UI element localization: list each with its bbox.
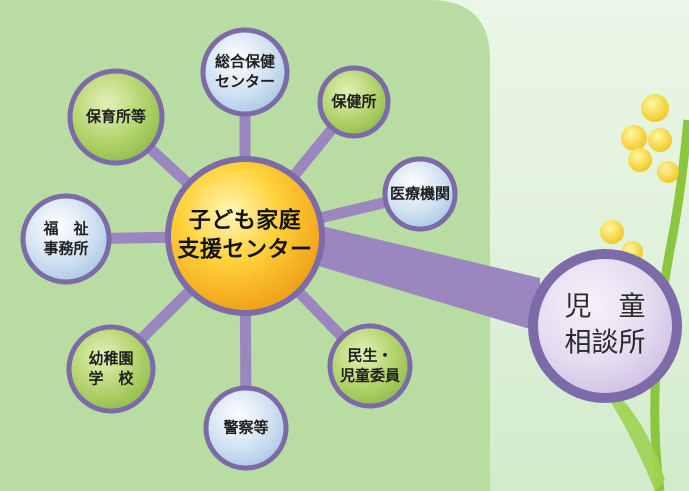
label-iryo: 医療機関	[390, 184, 450, 204]
label-jido-sodansho-line1: 児 童	[564, 291, 646, 323]
node-yochien	[66, 324, 156, 414]
label-hoikusho: 保育所等	[86, 107, 146, 127]
label-hokensho-line1: 保健所	[331, 92, 377, 111]
decorative-plant	[590, 94, 689, 491]
node-center	[165, 156, 325, 316]
node-sogo-hoken	[200, 27, 290, 117]
label-yochien-line1: 幼稚園	[88, 349, 134, 368]
label-fukushi-line1: 福 祉	[43, 219, 89, 238]
node-jido-sodansho	[528, 249, 682, 403]
connector-to-jido-sodansho	[305, 222, 540, 332]
label-minsei-line1: 民生・	[347, 346, 393, 365]
satellite-circles	[20, 27, 458, 471]
label-keisatsu: 警察等	[223, 418, 268, 438]
node-hoikusho	[67, 68, 165, 166]
label-yochien-line2: 学 校	[88, 369, 134, 387]
label-sogo-hoken-line1: 総合保健	[214, 52, 276, 71]
label-center-line2: 支援センター	[177, 237, 313, 262]
node-keisatsu	[203, 385, 289, 471]
label-hokensho: 保健所	[331, 92, 376, 112]
label-jido-sodansho-line2: 相談所	[564, 328, 646, 359]
label-fukushi: 福 祉 事務所	[43, 220, 88, 259]
label-sogo-hoken: 総合保健 センター	[215, 53, 275, 92]
flower-cluster	[600, 94, 679, 263]
label-minsei: 民生・ 児童委員	[340, 347, 400, 386]
plant-stem	[650, 119, 689, 491]
node-iryo	[382, 156, 458, 232]
node-hokensho	[317, 65, 391, 139]
node-fukushi	[20, 193, 112, 285]
node-minsei	[327, 323, 413, 409]
label-keisatsu-line1: 警察等	[223, 418, 269, 437]
label-sogo-hoken-line2: センター	[214, 72, 276, 90]
plant-leaf	[590, 370, 665, 491]
label-minsei-line2: 児童委員	[339, 366, 401, 384]
label-iryo-line1: 医療機関	[389, 184, 451, 203]
label-center-line1: 子ども家庭	[188, 208, 302, 234]
label-yochien: 幼稚園 学 校	[88, 350, 133, 389]
label-hoikusho-line1: 保育所等	[85, 107, 147, 126]
label-center: 子ども家庭 支援センター	[177, 207, 312, 264]
label-jido-sodansho: 児 童 相談所	[565, 290, 646, 363]
label-fukushi-line2: 事務所	[43, 239, 89, 257]
